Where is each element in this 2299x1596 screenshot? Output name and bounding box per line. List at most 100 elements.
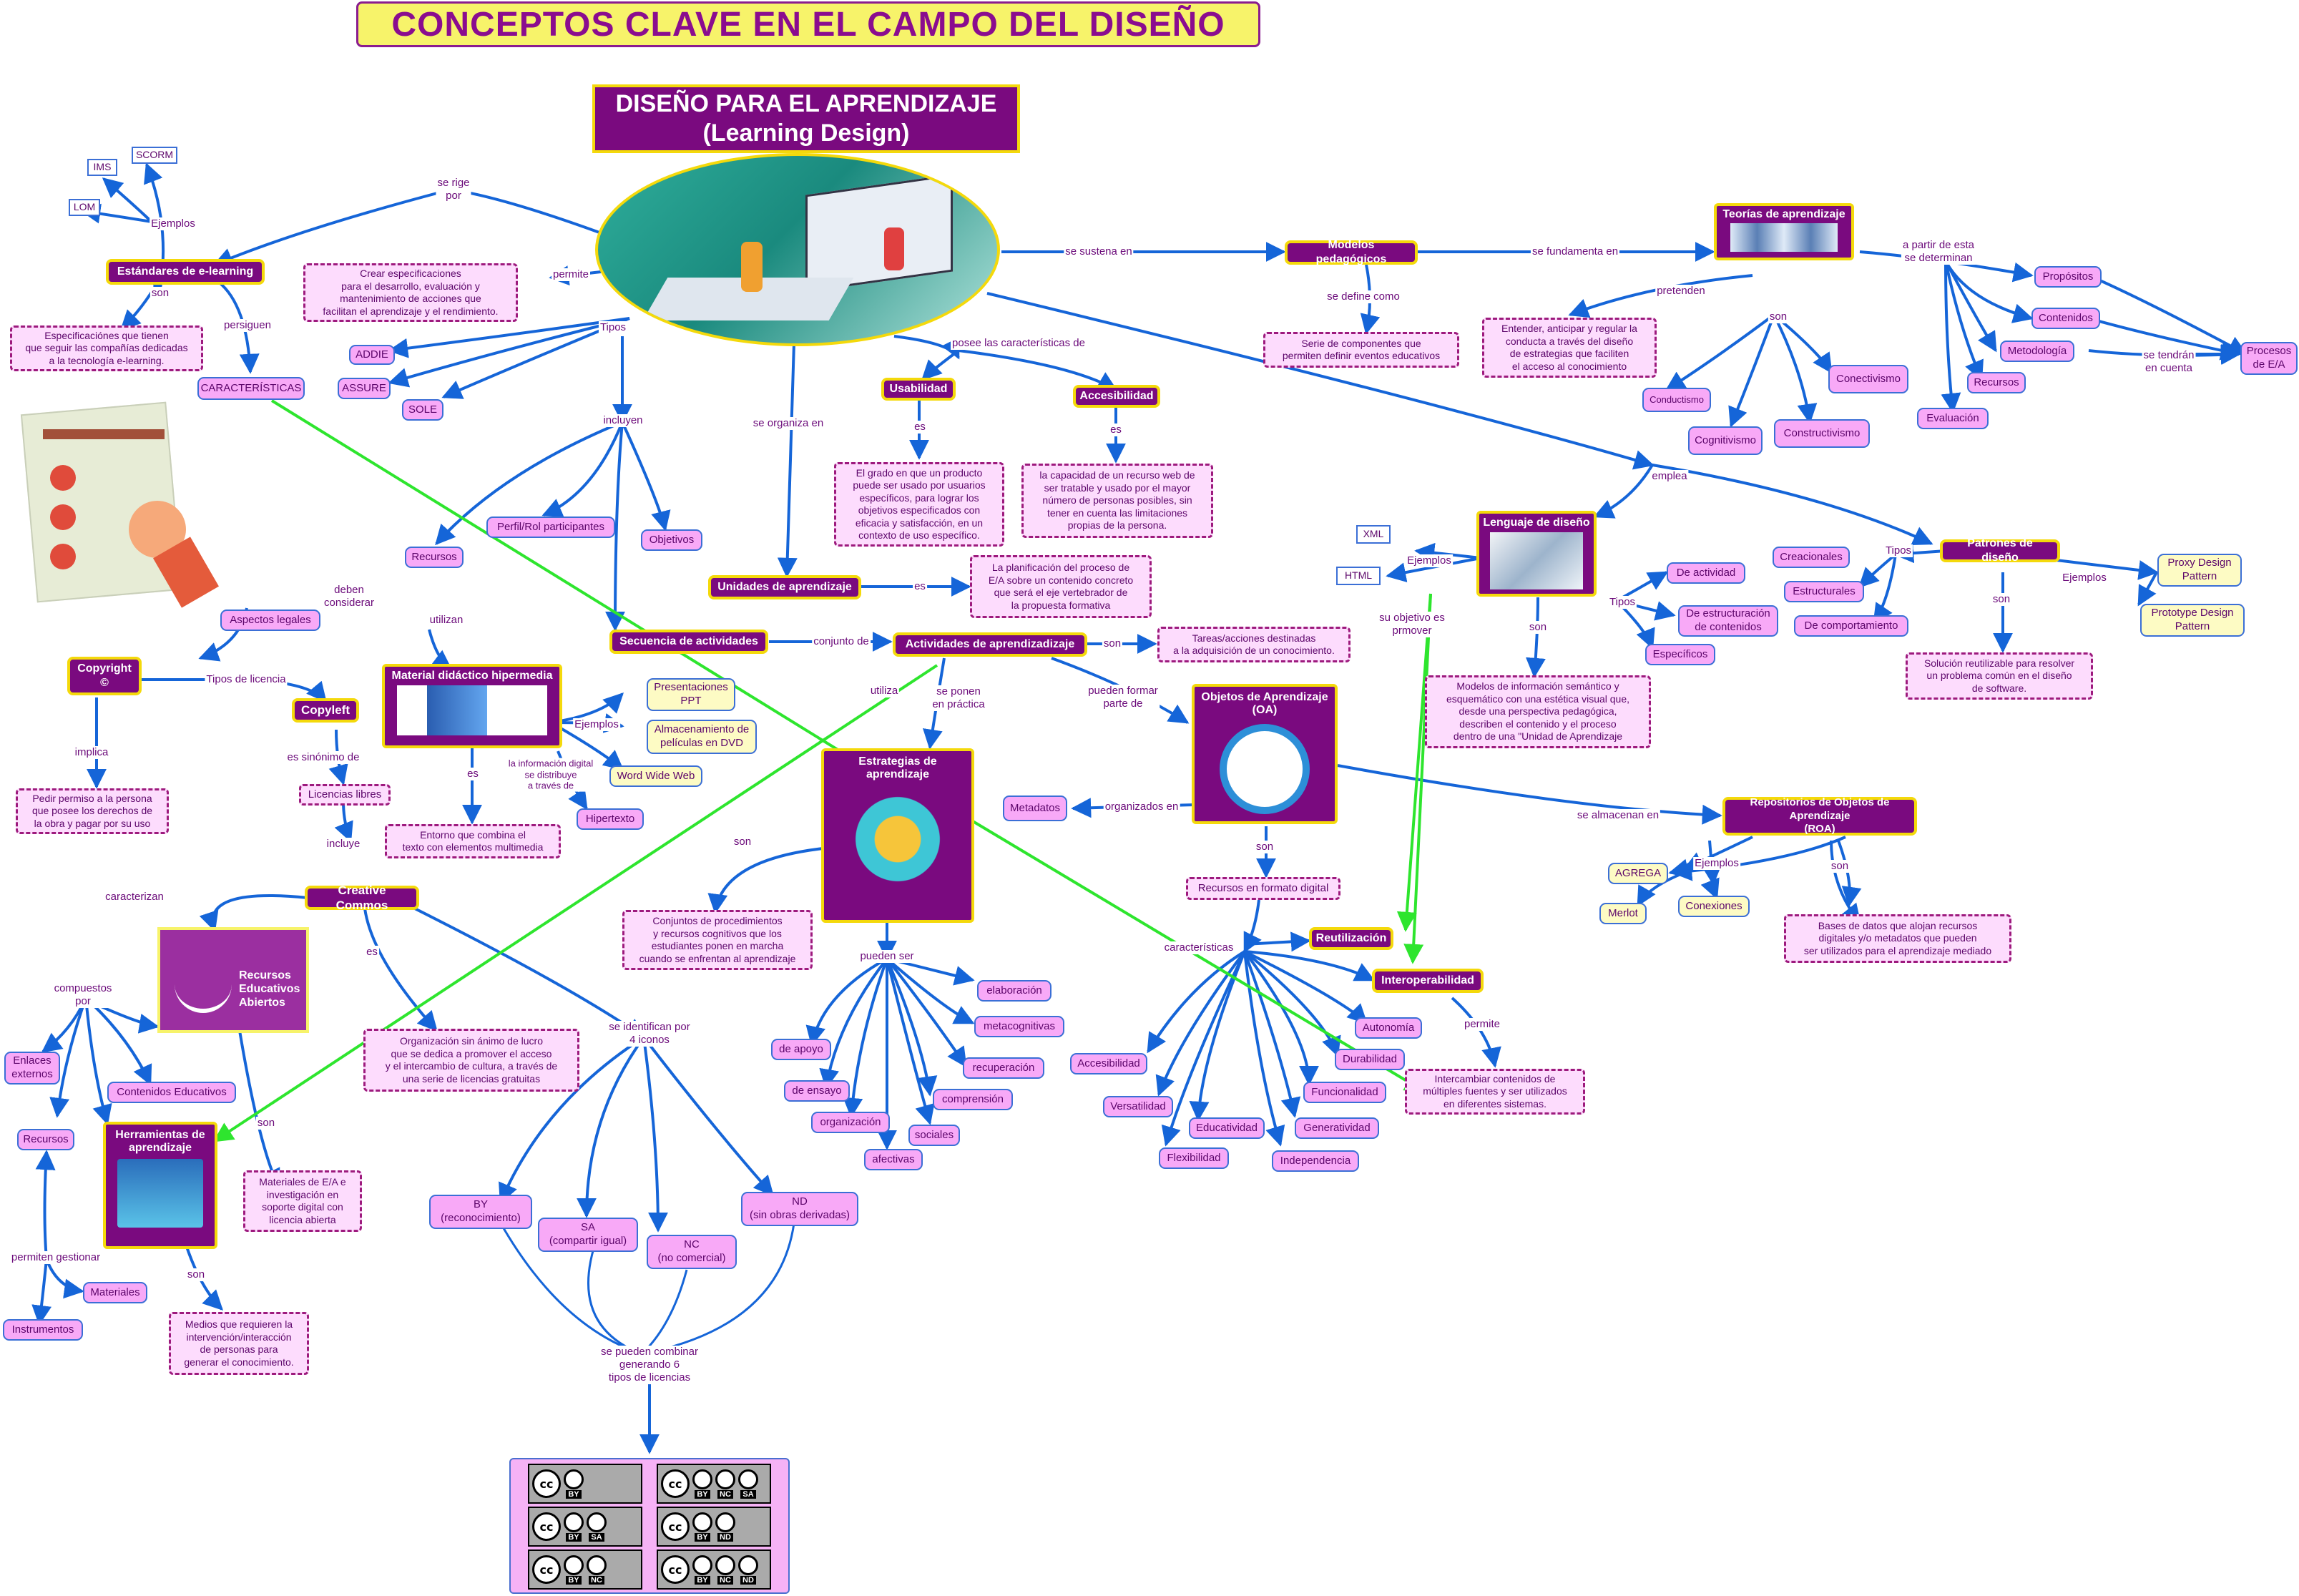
objetos-aprendizaje-node[interactable]: Objetos de Aprendizaje (OA) — [1192, 684, 1338, 824]
metadatos-node[interactable]: Metadatos — [1003, 795, 1067, 821]
aspectos-legales-node[interactable]: Aspectos legales — [220, 609, 320, 631]
patrones-diseno-node[interactable]: Patrones de diseño — [1940, 537, 2060, 564]
recuperacion-node[interactable]: recuperación — [963, 1057, 1044, 1079]
nc-node[interactable]: NC (no comercial) — [647, 1235, 737, 1269]
copyright-node[interactable]: Copyright © — [67, 657, 142, 695]
durabilidad-node[interactable]: Durabilidad — [1335, 1049, 1405, 1070]
accesibilidad-node[interactable]: Accesibilidad — [1073, 385, 1160, 408]
metacognitivas-node[interactable]: metacognitivas — [974, 1016, 1064, 1037]
actividades-aprendizaje-node[interactable]: Actividades de aprendizadizaje — [893, 632, 1087, 657]
de-apoyo-node[interactable]: de apoyo — [771, 1039, 831, 1060]
afectivas-node[interactable]: afectivas — [864, 1149, 923, 1170]
cc-logo-icon: cc — [661, 1469, 690, 1498]
caracteristicas-node[interactable]: CARACTERÍSTICAS — [197, 377, 305, 400]
metodologia-node[interactable]: Metodología — [2000, 341, 2074, 362]
merlot-node[interactable]: Merlot — [1599, 903, 1647, 924]
rea-illustration-node[interactable]: Recursos Educativos Abiertos — [157, 927, 309, 1033]
materiales-node[interactable]: Materiales — [83, 1282, 147, 1303]
repositorios-node[interactable]: Repositorios de Objetos de Aprendizaje (… — [1722, 796, 1917, 836]
cc-nc-icon: NC — [587, 1555, 607, 1585]
addie-node[interactable]: ADDIE — [349, 345, 395, 365]
propositos-node[interactable]: Propósitos — [2034, 266, 2102, 288]
accesibilidad-oa-node[interactable]: Accesibilidad — [1070, 1053, 1147, 1074]
presentaciones-node[interactable]: Presentaciones PPT — [647, 678, 735, 711]
label-compuestos: compuestos por — [52, 982, 114, 1008]
tareas-node: Tareas/acciones destinadas a la adquisic… — [1157, 627, 1351, 662]
scorm-node[interactable]: SCORM — [132, 147, 177, 164]
de-estructuracion-node[interactable]: De estructuración de contenidos — [1678, 605, 1778, 637]
conexiones-node[interactable]: Conexiones — [1678, 896, 1750, 917]
herramientas-label: Herramientas de aprendizaje — [115, 1129, 205, 1154]
lenguaje-diseno-node[interactable]: Lenguaje de diseño — [1476, 511, 1597, 597]
proxy-node[interactable]: Proxy Design Pattern — [2157, 554, 2242, 587]
teorias-aprendizaje-node[interactable]: Teorías de aprendizaje — [1714, 203, 1854, 260]
independencia-node[interactable]: Independencia — [1272, 1150, 1359, 1172]
usabilidad-def-node: El grado en que un producto puede ser us… — [834, 462, 1004, 547]
label-es-2: es — [913, 580, 927, 593]
www-node[interactable]: Word Wide Web — [609, 765, 702, 787]
evaluacion-node[interactable]: Evaluación — [1917, 408, 1989, 429]
sociales-node[interactable]: sociales — [908, 1125, 960, 1146]
prototype-node[interactable]: Prototype Design Pattern — [2140, 604, 2245, 637]
almacenamiento-node[interactable]: Almacenamiento de películas en DVD — [647, 720, 757, 754]
lom-node[interactable]: LOM — [69, 199, 100, 216]
modelos-pedagogicos-node[interactable]: Modelos pedagógicos — [1285, 239, 1418, 265]
funcionalidad-node[interactable]: Funcionalidad — [1303, 1082, 1386, 1103]
recursos-node[interactable]: Recursos — [405, 547, 464, 568]
copyleft-node[interactable]: Copyleft — [292, 698, 359, 723]
organizacion-node[interactable]: organización — [811, 1112, 890, 1133]
estructurales-node[interactable]: Estructurales — [1784, 581, 1864, 602]
by-node[interactable]: BY (reconocimiento) — [429, 1195, 532, 1229]
label-tipos-1: Tipos — [598, 321, 628, 334]
contenidos-node[interactable]: Contenidos — [2031, 308, 2100, 329]
xml-node[interactable]: XML — [1356, 525, 1391, 544]
recursos-teorias-node[interactable]: Recursos — [1967, 372, 2026, 393]
licencias-libres-node[interactable]: Licencias libres — [299, 784, 391, 806]
objetivos-node[interactable]: Objetivos — [641, 529, 702, 551]
secuencia-actividades-node[interactable]: Secuencia de actividades — [609, 630, 768, 654]
conductismo-node[interactable]: Conductismo — [1642, 388, 1711, 412]
reutilizacion-node[interactable]: Reutilización — [1309, 927, 1393, 950]
sole-node[interactable]: SOLE — [402, 399, 443, 421]
cognitivismo-node[interactable]: Cognitivismo — [1688, 426, 1763, 455]
perfil-node[interactable]: Perfil/Rol participantes — [486, 517, 615, 538]
recursos-rea-node[interactable]: Recursos — [17, 1129, 74, 1150]
usabilidad-node[interactable]: Usabilidad — [881, 378, 956, 401]
constructivismo-node[interactable]: Constructivismo — [1774, 419, 1870, 448]
estrategias-aprendizaje-node[interactable]: Estrategias de aprendizaje — [821, 748, 974, 923]
flexibilidad-node[interactable]: Flexibilidad — [1159, 1147, 1229, 1169]
enlaces-externos-node[interactable]: Enlaces externos — [4, 1052, 60, 1085]
assure-node[interactable]: ASSURE — [338, 378, 391, 399]
creacionales-node[interactable]: Creacionales — [1773, 547, 1850, 568]
procesos-ea-node[interactable]: Procesos de E/A — [2240, 342, 2298, 375]
comprension-node[interactable]: comprensión — [933, 1089, 1013, 1110]
label-emplea: emplea — [1650, 470, 1689, 483]
educatividad-node[interactable]: Educatividad — [1189, 1117, 1265, 1139]
estandares-elearning-node[interactable]: Estándares de e-learning — [106, 259, 265, 285]
agrega-node[interactable]: AGREGA — [1608, 863, 1668, 884]
sa-node[interactable]: SA (compartir igual) — [538, 1218, 638, 1252]
contenidos-educativos-node[interactable]: Contenidos Educativos — [107, 1082, 236, 1103]
instrumentos-node[interactable]: Instrumentos — [3, 1319, 83, 1341]
creative-commons-node[interactable]: Creative Commos — [305, 883, 419, 912]
hipertexto-node[interactable]: Hipertexto — [577, 808, 644, 830]
elaboracion-node[interactable]: elaboración — [977, 980, 1052, 1002]
conectivismo-node[interactable]: Conectivismo — [1828, 365, 1908, 393]
generatividad-node[interactable]: Generatividad — [1295, 1117, 1379, 1139]
interoperabilidad-node[interactable]: Interoperabilidad — [1372, 969, 1484, 993]
especificos-node[interactable]: Específicos — [1645, 644, 1715, 665]
label-son-6: son — [1254, 841, 1275, 853]
html-node[interactable]: HTML — [1336, 567, 1381, 585]
material-didactico-node[interactable]: Material didáctico hipermedia — [382, 664, 562, 748]
versatilidad-node[interactable]: Versatilidad — [1103, 1096, 1173, 1117]
autonomia-node[interactable]: Autonomía — [1355, 1017, 1422, 1039]
de-actividad-node[interactable]: De actividad — [1667, 562, 1745, 584]
nd-node[interactable]: ND (sin obras derivadas) — [741, 1192, 858, 1226]
book-icon — [175, 980, 232, 1013]
de-ensayo-node[interactable]: de ensayo — [784, 1080, 850, 1102]
de-comportamiento-node[interactable]: De comportamiento — [1794, 615, 1908, 637]
herramientas-aprendizaje-node[interactable]: Herramientas de aprendizaje — [103, 1122, 217, 1249]
ims-node[interactable]: IMS — [87, 159, 117, 176]
unidades-aprendizaje-node[interactable]: Unidades de aprendizaje — [708, 575, 861, 599]
